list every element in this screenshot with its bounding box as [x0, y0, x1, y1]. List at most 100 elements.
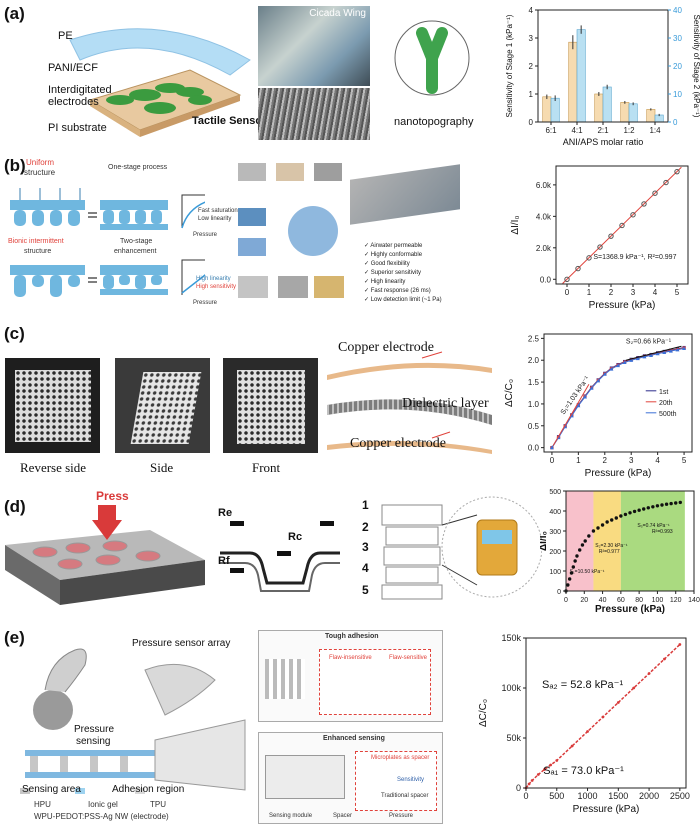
- data-point: [642, 354, 647, 359]
- x-tick-label: 20: [580, 597, 588, 604]
- x-tick-label: 120: [670, 597, 682, 604]
- fit-line-s2: [625, 345, 682, 361]
- x-tick-label: 3: [631, 288, 636, 297]
- data-point: [674, 168, 680, 175]
- checklist-list: ✓ Airwater permeable✓ Highly conformable…: [364, 242, 442, 305]
- y-tick-label: 3: [529, 34, 534, 43]
- data-point: [614, 516, 618, 520]
- data-point: [669, 501, 673, 506]
- data-point: [675, 347, 680, 352]
- data-point: [641, 201, 647, 207]
- label-tactile-sensor: Tactile Sensor: [192, 115, 267, 127]
- data-point: [674, 501, 678, 505]
- x-tick-label: 0: [565, 288, 570, 297]
- annotation-r2-a: R²=0.977: [599, 549, 620, 555]
- label-sensing-area: Sensing area: [22, 784, 81, 795]
- data-point: [623, 512, 628, 517]
- data-point: [596, 378, 601, 383]
- x-tick-label: 0: [564, 597, 568, 604]
- data-point: [664, 502, 669, 506]
- data-point: [642, 507, 646, 511]
- y2-axis-label: Sensitivity of Stage 2 (kPa⁻¹): [692, 15, 700, 118]
- label-nanotopography: nanotopography: [394, 116, 474, 128]
- data-point: [637, 508, 641, 512]
- legend-electrode: WPU-PEDOT:PSS-Ag NW (electrode): [34, 812, 169, 821]
- panel-label-e: (e): [4, 628, 25, 647]
- x-tick-label: 3: [629, 456, 634, 465]
- y-tick-label: 2.0: [528, 356, 540, 365]
- panel-b: (b) Uniform structure One-stage process …: [0, 150, 700, 315]
- label-enhanced-sensing: Enhanced sensing: [323, 735, 385, 742]
- y-axis-label: ΔI/I₀: [510, 215, 521, 234]
- y-axis-label: ΔC/C₀: [478, 699, 489, 727]
- plot-frame: [525, 637, 687, 789]
- y-tick-label: 2: [529, 62, 534, 71]
- label-re: Re: [218, 507, 233, 519]
- data-point: [567, 577, 572, 581]
- y-tick-label: 500: [549, 489, 561, 496]
- x-tick-label: 2:1: [597, 126, 609, 135]
- fabrication-process-diagram: [238, 158, 344, 308]
- tough-adhesion-box: Tough adhesion Flaw-insensitive Flaw-sen…: [258, 630, 443, 722]
- data-point: [580, 543, 585, 547]
- fit-line-s1: [552, 384, 590, 446]
- y2-tick-label: 30: [673, 34, 682, 43]
- data-point: [616, 701, 620, 704]
- data-point: [543, 768, 546, 771]
- checklist-item: ✓ Good flexibility: [364, 261, 410, 267]
- data-point: [651, 505, 655, 509]
- data-point: [652, 190, 658, 196]
- data-point: [601, 715, 605, 719]
- y-tick-label: 1: [529, 90, 534, 99]
- x-axis-label: Pressure (kPa): [589, 300, 656, 311]
- x-tick-label: 100: [652, 597, 664, 604]
- label-two-stage: Two-stage: [120, 238, 153, 245]
- data-point: [583, 539, 587, 543]
- label-reverse-side: Reverse side: [20, 460, 87, 475]
- press-diagram: [5, 505, 205, 605]
- plot-frame: [555, 165, 689, 285]
- data-point: [570, 744, 574, 748]
- label-copper-electrode-top: Copper electrode: [338, 340, 435, 355]
- data-point: [646, 506, 650, 510]
- y2-tick-label: 20: [673, 62, 682, 71]
- legend-tpu: TPU: [150, 800, 166, 809]
- data-point: [678, 500, 682, 505]
- label-microplates: Microplates as spacer: [371, 755, 430, 761]
- label-structure-1: structure: [24, 168, 56, 177]
- data-point: [663, 179, 669, 186]
- fit-annotation: S=1368.9 kPa⁻¹, R²=0.997: [593, 254, 676, 261]
- label-pi-substrate: PI substrate: [48, 122, 107, 134]
- x-tick-label: 1000: [578, 791, 598, 801]
- feature-checklist: ✓ Airwater permeable✓ Highly conformable…: [350, 164, 470, 312]
- layer-stack-illustration: [327, 351, 492, 454]
- nanotopography-illustration: [394, 20, 470, 96]
- x-tick-label: 1500: [608, 791, 628, 801]
- data-point: [566, 583, 570, 587]
- data-point: [663, 657, 666, 661]
- x-tick-label: 0: [523, 791, 528, 801]
- data-point: [586, 255, 592, 261]
- data-point: [602, 372, 607, 376]
- y-tick-label: 50k: [506, 733, 521, 743]
- panel-label-b: (b): [4, 156, 26, 175]
- label-sensing-module: Sensing module: [269, 813, 313, 819]
- bar-stage-2: [576, 29, 586, 123]
- data-point: [536, 773, 540, 776]
- annotation-s2: S₂=2.30 kPa⁻¹: [595, 543, 628, 549]
- y-tick-label: 0: [557, 589, 561, 596]
- label-structure-2: structure: [24, 248, 52, 255]
- label-front: Front: [252, 460, 281, 475]
- label-side: Side: [150, 460, 174, 475]
- label-traditional: Traditional spacer: [381, 793, 429, 799]
- checklist-item: ✓ Low detection limit (~1 Pa): [364, 297, 442, 303]
- x-axis-label: Pressure (kPa): [585, 468, 652, 479]
- enhanced-sensing-box: Enhanced sensing Microplates as spacer S…: [258, 732, 443, 824]
- data-point: [647, 672, 651, 675]
- data-point: [632, 509, 637, 514]
- x-tick-label: 6:1: [545, 126, 557, 135]
- checklist-item: ✓ High linearity: [364, 279, 406, 285]
- data-point: [564, 276, 570, 282]
- photo-side: [115, 358, 210, 453]
